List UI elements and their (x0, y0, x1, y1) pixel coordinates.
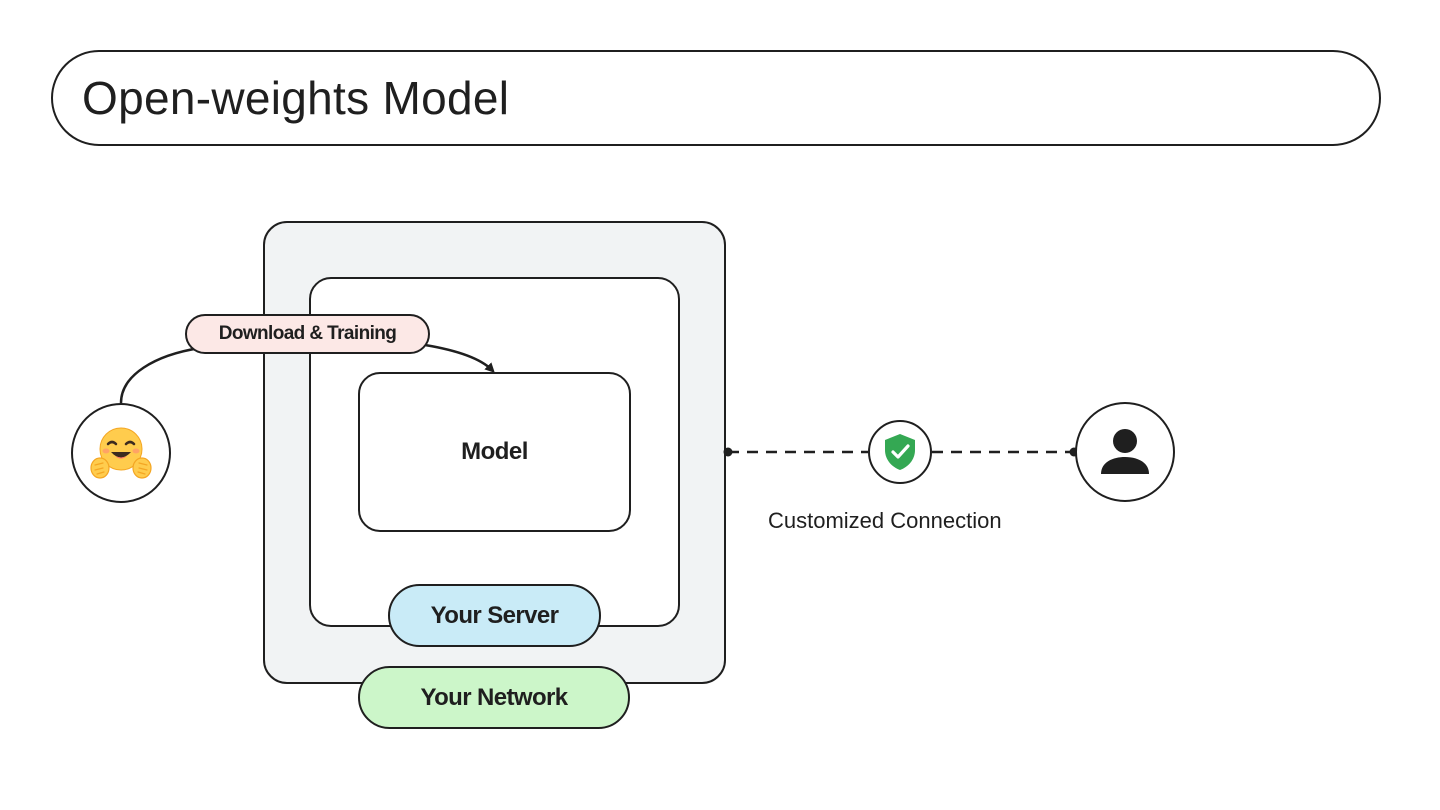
shield-check-icon (885, 434, 915, 470)
customized-connection-label: Customized Connection (768, 508, 1002, 533)
person-icon (1101, 429, 1149, 474)
hugging-face-emoji-icon (90, 427, 152, 479)
download-connector-arrow (424, 343, 495, 373)
connection-dot-left (723, 447, 733, 457)
model-label: Model (461, 438, 528, 465)
user-node (1075, 402, 1175, 502)
hugging-face-node (71, 403, 171, 503)
download-connector-in (119, 346, 201, 404)
your-network-label: Your Network (358, 666, 630, 729)
model-box: Model (358, 372, 631, 532)
page-title-text: Open-weights Model (82, 72, 510, 124)
download-training-label: Download & Training (185, 314, 430, 354)
page-title: Open-weights Model (51, 50, 1381, 146)
your-server-label: Your Server (388, 584, 601, 647)
security-shield-node (868, 420, 932, 484)
